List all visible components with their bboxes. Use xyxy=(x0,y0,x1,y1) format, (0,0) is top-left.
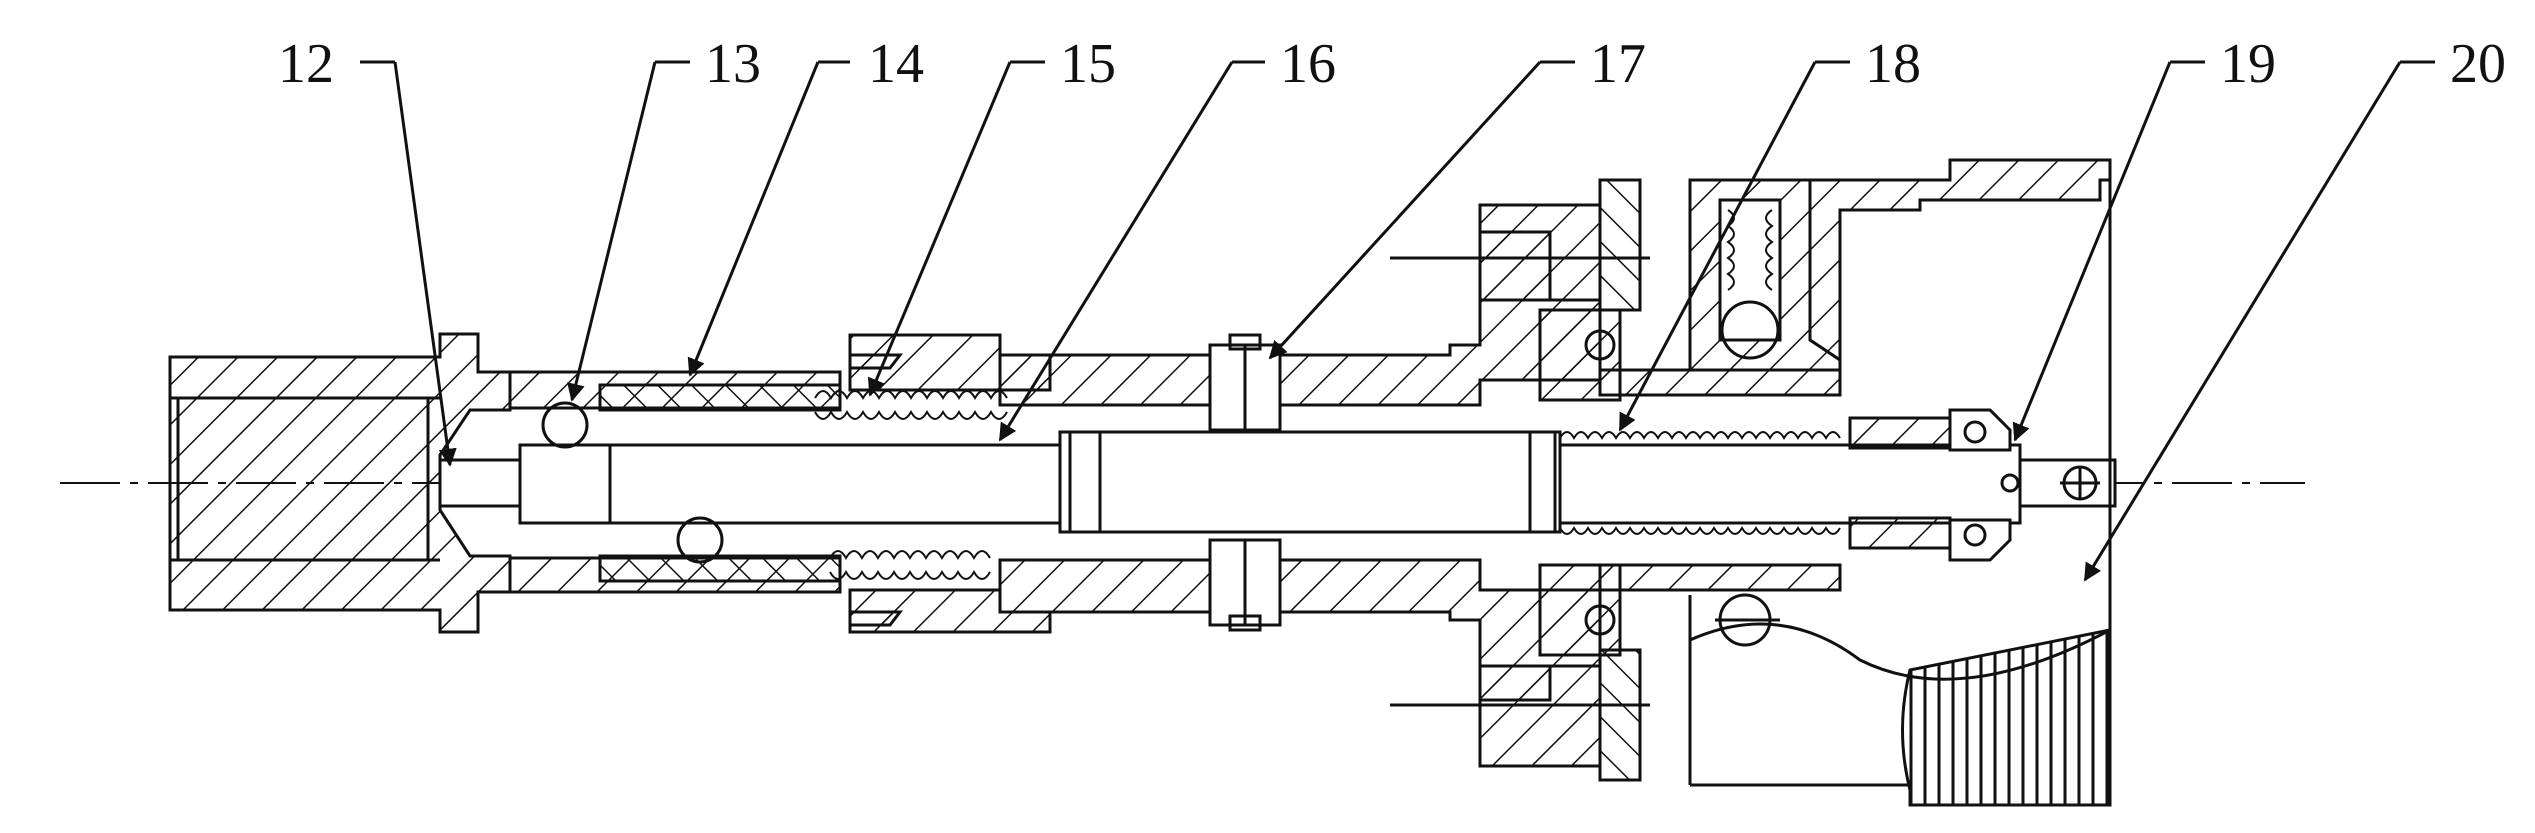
bearing-flange xyxy=(1390,178,1650,782)
callout-label-19: 19 xyxy=(2220,33,2276,95)
knob-housing xyxy=(1688,158,2112,807)
callout-labels: 12 13 14 15 16 17 18 19 20 xyxy=(278,33,2506,95)
callout-label-15: 15 xyxy=(1060,33,1116,95)
central-tube xyxy=(998,230,1602,702)
callout-label-18: 18 xyxy=(1865,33,1921,95)
callout-label-14: 14 xyxy=(868,33,924,95)
main-shaft xyxy=(438,401,2117,564)
callout-label-12: 12 xyxy=(278,33,334,95)
shaft-spring xyxy=(1559,431,1841,535)
callout-label-13: 13 xyxy=(705,33,761,95)
spring-coil-lower xyxy=(829,550,991,580)
callout-label-17: 17 xyxy=(1590,33,1646,95)
callout-label-16: 16 xyxy=(1280,33,1336,95)
callout-leaders xyxy=(360,60,2435,582)
outer-sleeve xyxy=(508,370,842,594)
callout-label-20: 20 xyxy=(2450,33,2506,95)
left-handle-part xyxy=(168,332,512,634)
spring-coil-upper xyxy=(814,390,1008,420)
